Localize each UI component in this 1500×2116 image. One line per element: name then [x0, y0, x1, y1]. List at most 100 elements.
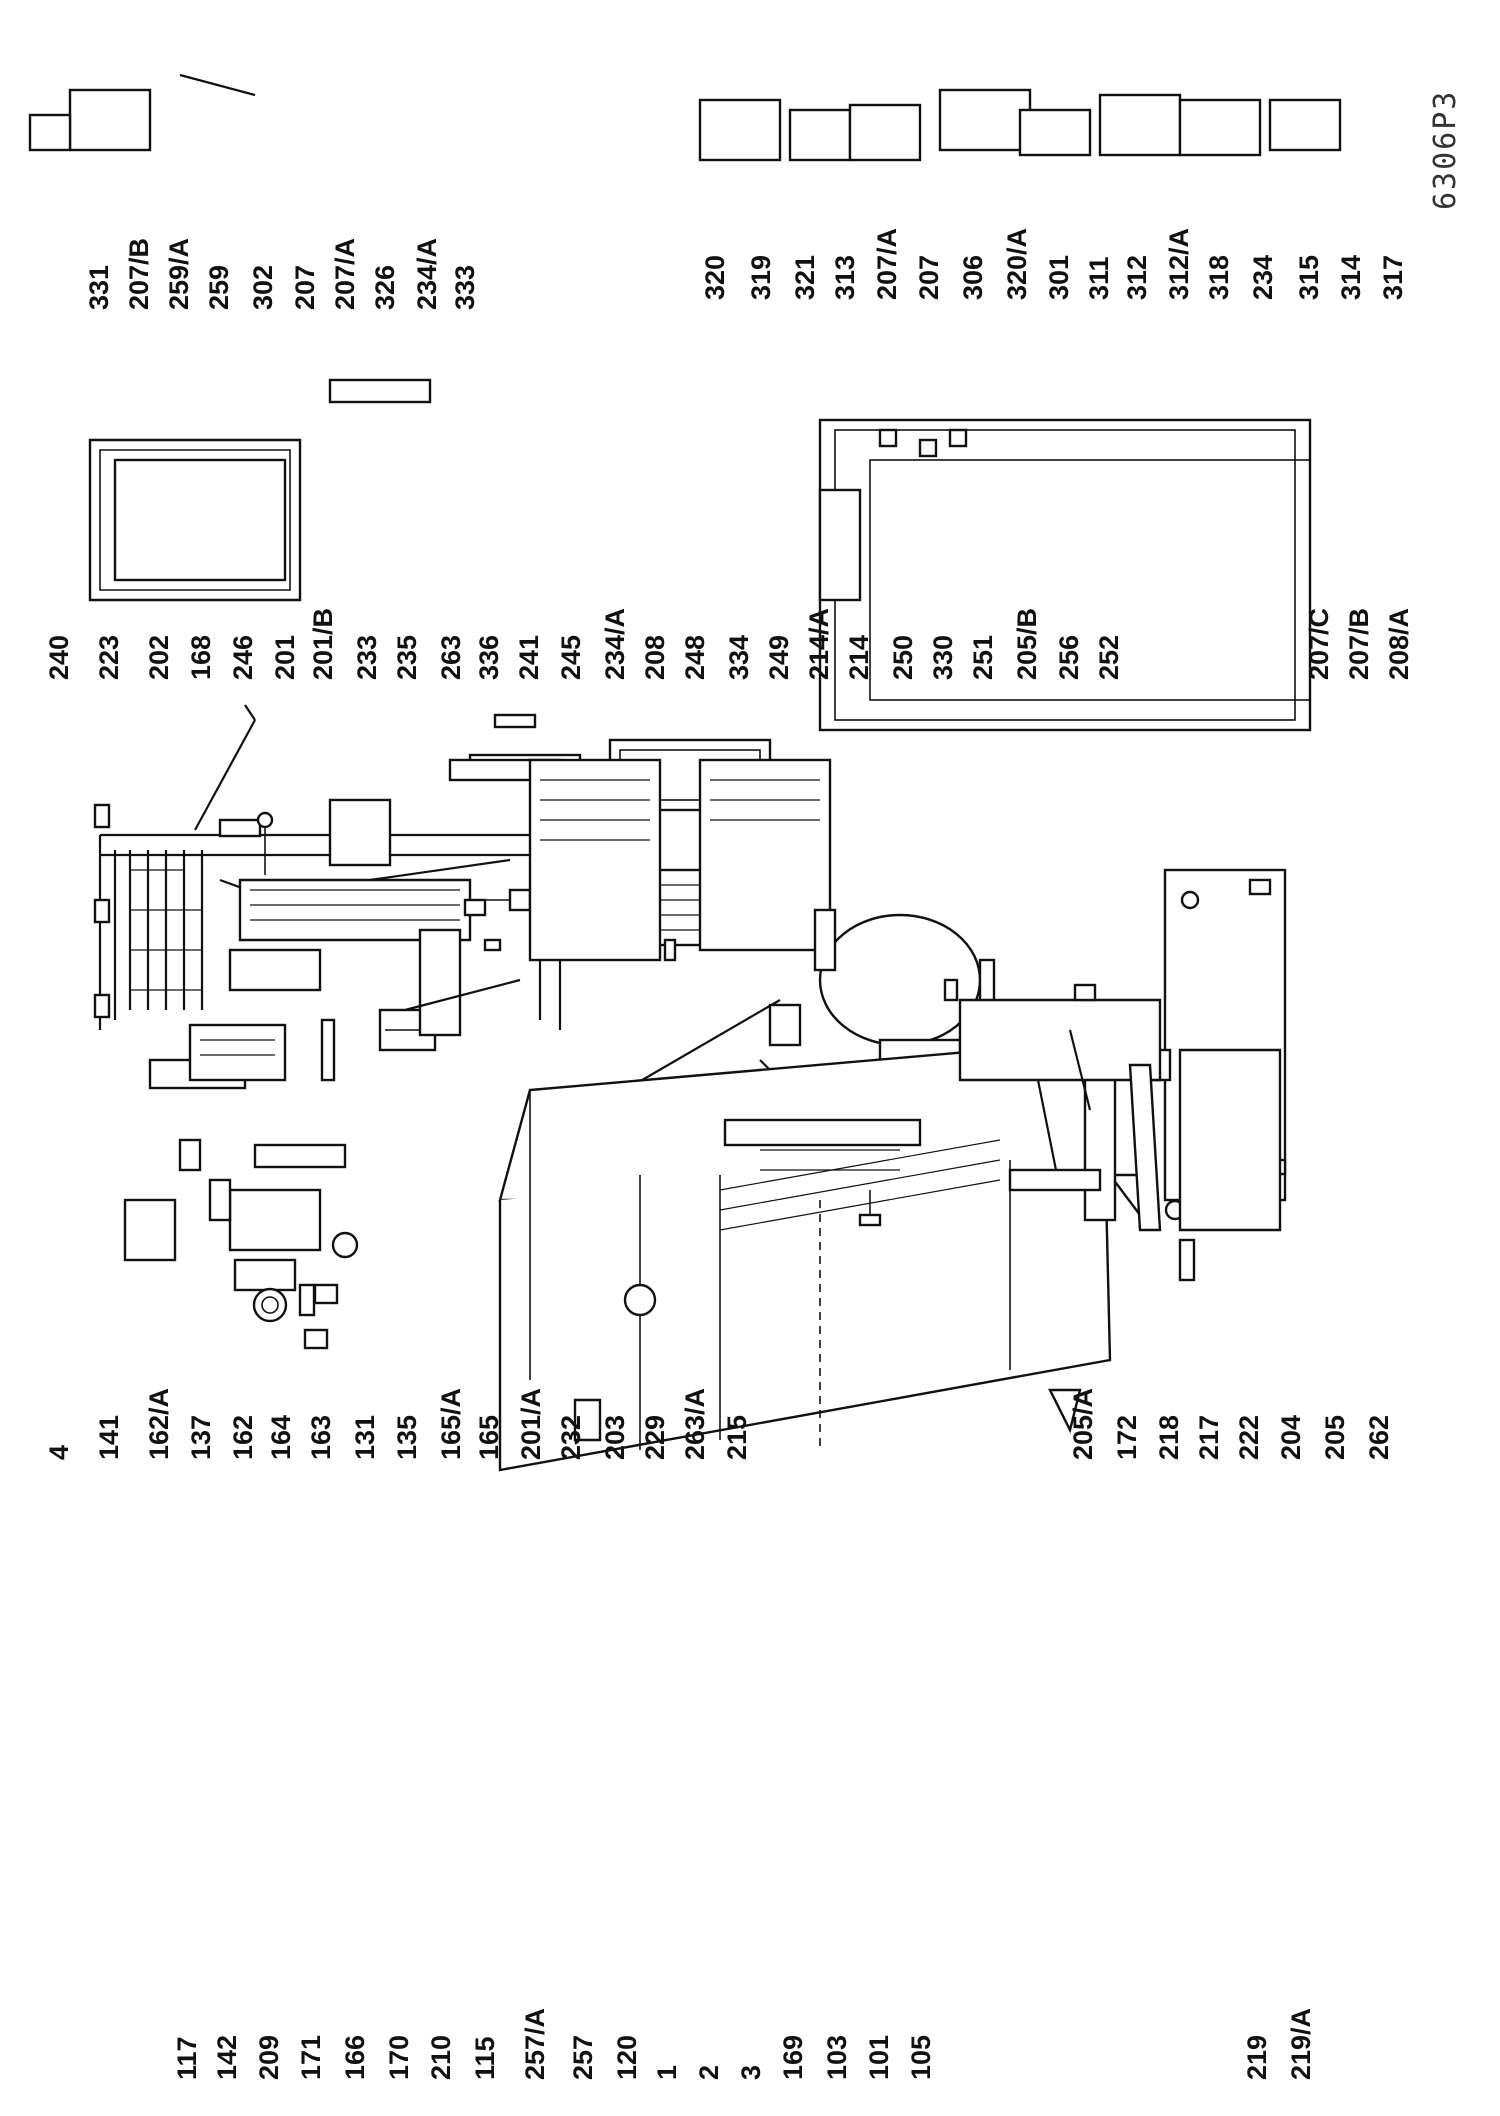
part-label: 207/A: [872, 228, 902, 300]
part-label: 312/A: [1164, 228, 1194, 300]
part-label: 232: [556, 1415, 586, 1460]
freezer-door-302: [113, 458, 287, 582]
part-label: 142: [212, 2035, 242, 2080]
part-label: 263/A: [680, 1388, 710, 1460]
part-label: 233: [352, 635, 382, 680]
part-label: 169: [778, 2035, 808, 2080]
frame-251: [1068, 1029, 1092, 1111]
part-label: 256: [1054, 635, 1084, 680]
foot-205a: [1048, 1388, 1082, 1434]
part-label: 166: [340, 2035, 370, 2080]
part-label: 315: [1294, 255, 1324, 300]
part-label: 115: [470, 2036, 500, 2080]
bin-259: [68, 88, 152, 152]
fridge-door-330: [818, 418, 1312, 732]
part-label: 3: [736, 2065, 766, 2080]
part-label: 257/A: [520, 2008, 550, 2080]
rail-336: [404, 978, 521, 1012]
part-label: 210: [426, 2035, 456, 2080]
part-label: 162/A: [144, 1388, 174, 1460]
part-label: 320: [700, 255, 730, 300]
part-label: 234/A: [412, 238, 442, 310]
part-label: 162: [228, 1415, 258, 1460]
part-label: 223: [94, 635, 124, 680]
part-label: 246: [228, 635, 258, 680]
part-label: 320/A: [1002, 228, 1032, 300]
part-label: 168: [186, 635, 216, 680]
part-label: 165/A: [436, 1388, 466, 1460]
thermostat-assembly-162: [228, 1188, 322, 1292]
part-label: 229: [640, 1415, 670, 1460]
part-label: 235: [392, 635, 422, 680]
part-label: 205/B: [1012, 608, 1042, 680]
spring-131: [252, 1287, 288, 1323]
lamp-holder-164: [253, 1143, 347, 1169]
part-label: 330: [928, 635, 958, 680]
door-hinges: [878, 428, 968, 458]
part-label: 301: [1044, 255, 1074, 300]
part-label: 257: [568, 2035, 598, 2080]
part-label: 248: [680, 635, 710, 680]
part-label: 208/A: [1384, 608, 1414, 680]
part-label: 241: [514, 635, 544, 680]
door-bins-row: [698, 88, 1342, 162]
filter-115: [493, 713, 537, 729]
bracket-2: [768, 1003, 802, 1047]
part-label: 218: [1154, 1415, 1184, 1460]
part-label: 208: [640, 635, 670, 680]
part-label: 234: [1248, 255, 1278, 300]
part-label: 321: [790, 255, 820, 300]
cabinet-shelf-rails: [719, 1139, 1001, 1231]
diagram-code: 6306P3: [1428, 90, 1463, 210]
part-label: 205: [1320, 1415, 1350, 1460]
part-label: 207/B: [124, 238, 154, 310]
part-label: 202: [144, 635, 174, 680]
part-label: 207: [914, 255, 944, 300]
diagram-code-group: 6306P3: [1428, 90, 1463, 210]
evaporator-fins-229: [760, 1149, 900, 1171]
clip-171: [320, 1018, 336, 1082]
shelf-front-249: [813, 908, 837, 972]
part-label: 1: [652, 2065, 682, 2080]
label-plate-166: [328, 798, 392, 867]
part-label: 251: [968, 635, 998, 680]
support-208: [663, 938, 677, 962]
part-label: 214: [844, 635, 874, 680]
hinge-pin-135: [298, 1283, 316, 1317]
part-label: 137: [186, 1415, 216, 1460]
part-label: 4: [44, 1445, 74, 1460]
part-label: 240: [44, 635, 74, 680]
part-label: 314: [1336, 255, 1366, 300]
part-label: 219: [1242, 2035, 1272, 2080]
part-label: 171: [296, 2035, 326, 2080]
part-label: 101: [864, 2035, 894, 2080]
part-label: 259/A: [164, 238, 194, 310]
part-label: 201/A: [516, 1388, 546, 1460]
part-label: 165: [474, 1415, 504, 1460]
wire-shelf-245: [528, 758, 662, 962]
part-label: 207/C: [1304, 608, 1334, 680]
rail-326: [179, 73, 256, 97]
part-label: 170: [384, 2035, 414, 2080]
part-label: 201: [270, 635, 300, 680]
part-label: 219/A: [1286, 2008, 1316, 2080]
lamp-cover-137: [208, 1178, 232, 1222]
part-label: 135: [392, 1415, 422, 1460]
part-label: 2: [694, 2065, 724, 2080]
part-label: 249: [764, 635, 794, 680]
part-label: 312: [1122, 255, 1152, 300]
part-label: 209: [254, 2035, 284, 2080]
part-label: 172: [1112, 1415, 1142, 1460]
screw-235: [463, 898, 487, 917]
part-label: 215: [722, 1415, 752, 1460]
drier-filter-142: [194, 704, 262, 838]
support-214a: [943, 978, 959, 1002]
part-label: 333: [450, 265, 480, 310]
fitting-205b: [1073, 983, 1097, 1002]
part-label: 141: [94, 1415, 124, 1460]
part-label: 311: [1084, 256, 1114, 300]
hinge-201a: [573, 1398, 602, 1442]
part-label: 318: [1204, 255, 1234, 300]
part-label: 120: [612, 2035, 642, 2080]
